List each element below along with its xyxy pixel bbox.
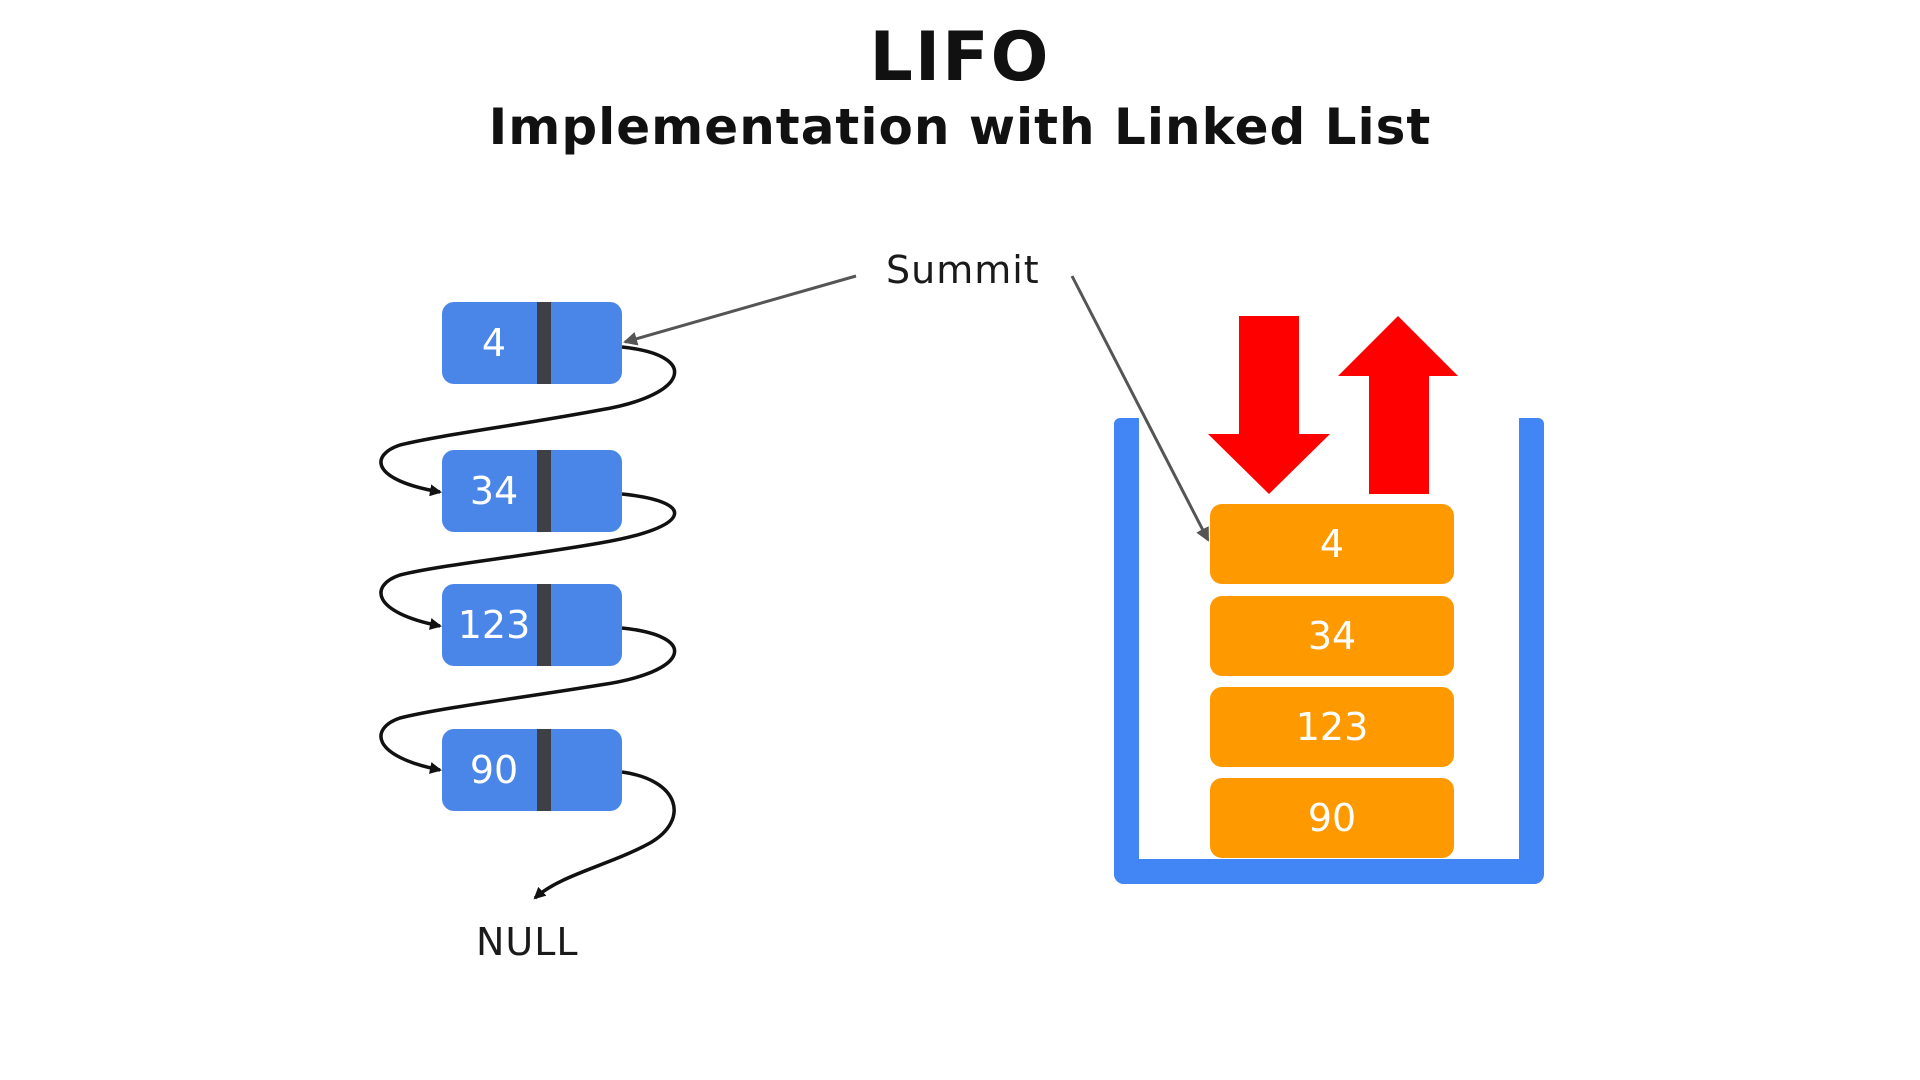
node-value: 90 [469, 748, 519, 792]
node-value: 4 [481, 321, 507, 365]
node-pointer-field [537, 302, 551, 384]
summit-label: Summit [886, 248, 1040, 292]
diagram-title: LIFO [869, 18, 1051, 97]
diagram-subtitle: Implementation with Linked List [488, 98, 1432, 156]
arrow-up-icon [1338, 316, 1458, 494]
container-right-wall [1519, 418, 1544, 884]
next-pointer-null [533, 770, 676, 900]
node-value: 34 [469, 469, 519, 513]
node-pointer-field [537, 450, 551, 532]
stack-container [1114, 418, 1544, 884]
arrow-down-icon [1208, 316, 1330, 494]
summit-pointer-list [623, 274, 857, 346]
list-node: 34 [442, 450, 622, 532]
summit-pointer-stack [1070, 275, 1210, 542]
next-pointer-2 [379, 492, 677, 630]
stack-block: 123 [1210, 687, 1454, 767]
next-pointer-1 [379, 345, 677, 497]
stack-block: 90 [1210, 778, 1454, 858]
null-label: NULL [476, 920, 579, 964]
stack-block: 34 [1210, 596, 1454, 676]
node-pointer-field [537, 584, 551, 666]
list-node: 123 [442, 584, 622, 666]
next-pointer-3 [379, 626, 677, 774]
node-pointer-field [537, 729, 551, 811]
list-node: 90 [442, 729, 622, 811]
stack-block: 4 [1210, 504, 1454, 584]
node-value: 123 [457, 603, 531, 647]
container-left-wall [1114, 418, 1139, 884]
container-floor [1114, 859, 1544, 884]
list-node: 4 [442, 302, 622, 384]
